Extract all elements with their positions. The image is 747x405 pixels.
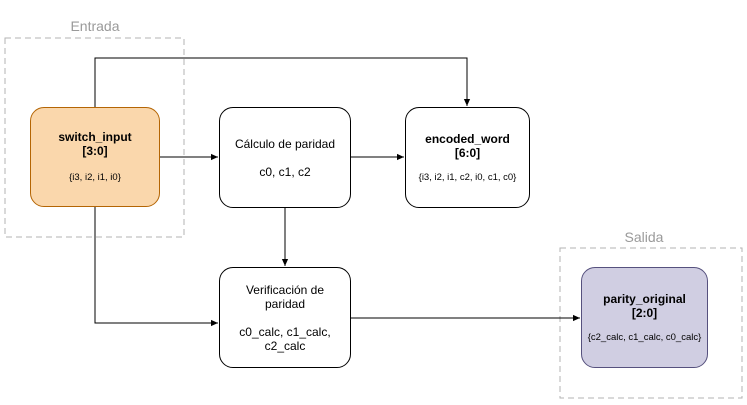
parity-original-node[interactable]: parity_original [2:0] {c2_calc, c1_calc,… bbox=[581, 267, 708, 368]
verification-node[interactable]: Verificación de paridad c0_calc, c1_calc… bbox=[219, 267, 351, 368]
verification-bits-line1: c0_calc, c1_calc, bbox=[239, 324, 331, 339]
encoded-word-range: [6:0] bbox=[454, 145, 481, 160]
parity-original-title: parity_original bbox=[603, 291, 686, 306]
encoded-word-title: encoded_word bbox=[425, 131, 510, 146]
parity-original-range: [2:0] bbox=[631, 305, 658, 320]
verification-title-line2: paridad bbox=[264, 296, 306, 311]
parity-calc-node[interactable]: Cálculo de paridad c0, c1, c2 bbox=[219, 107, 351, 208]
verification-title-line1: Verificación de bbox=[245, 282, 325, 297]
input-group-label: Entrada bbox=[70, 18, 120, 34]
switch-input-title: switch_input bbox=[58, 130, 132, 144]
output-group-border bbox=[559, 247, 743, 399]
edge-switch-to-encoded bbox=[94, 57, 471, 107]
encoded-word-node[interactable]: encoded_word [6:0] {i3, i2, i1, c2, i0, … bbox=[405, 107, 530, 208]
switch-input-node[interactable]: switch_input [3:0] {i3, i2, i1, i0} bbox=[30, 107, 160, 207]
parity-original-bits: {c2_calc, c1_calc, c0_calc} bbox=[587, 331, 702, 343]
parity-calc-title: Cálculo de paridad bbox=[234, 136, 336, 151]
switch-input-range: [3:0] bbox=[82, 144, 108, 158]
output-group-label: Salida bbox=[624, 229, 664, 245]
edge-switch-to-verification bbox=[94, 207, 218, 327]
encoded-word-bits: {i3, i2, i1, c2, i0, c1, c0} bbox=[418, 171, 517, 183]
verification-bits-line2: c2_calc bbox=[264, 338, 306, 353]
switch-input-bits: {i3, i2, i1, i0} bbox=[69, 172, 121, 183]
parity-calc-bits: c0, c1, c2 bbox=[259, 164, 311, 179]
